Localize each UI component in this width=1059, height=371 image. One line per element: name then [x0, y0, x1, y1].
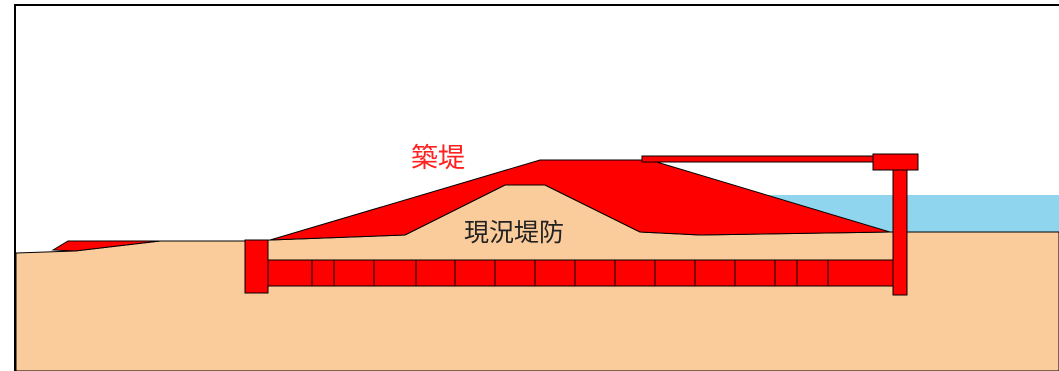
land-wall	[244, 239, 269, 294]
foundation-segment	[774, 259, 798, 287]
foundation-segment	[796, 259, 829, 287]
foundation-segment	[654, 259, 696, 287]
foundation-segment	[734, 259, 776, 287]
foundation-segment	[614, 259, 656, 287]
river-wall-cap	[872, 153, 919, 171]
left-small-embankment	[51, 240, 161, 252]
foundation-segments	[267, 259, 894, 287]
top-strut	[641, 155, 878, 163]
foundation-segment	[373, 259, 417, 287]
foundation-segment	[574, 259, 616, 287]
foundation-segment	[311, 259, 335, 287]
foundation-segment	[534, 259, 576, 287]
foundation-segment	[494, 259, 536, 287]
new-embankment	[269, 159, 891, 241]
foundation-segment	[454, 259, 496, 287]
foundation-segment	[827, 259, 894, 287]
foundation-segment	[267, 259, 313, 287]
river-water	[760, 195, 1059, 232]
river-wall	[892, 169, 908, 296]
foundation-segment	[694, 259, 736, 287]
foundation-segment	[333, 259, 375, 287]
foundation-segment	[415, 259, 456, 287]
embankment-label: 築堤	[411, 143, 465, 174]
existing-levee-label: 現況堤防	[464, 218, 565, 247]
